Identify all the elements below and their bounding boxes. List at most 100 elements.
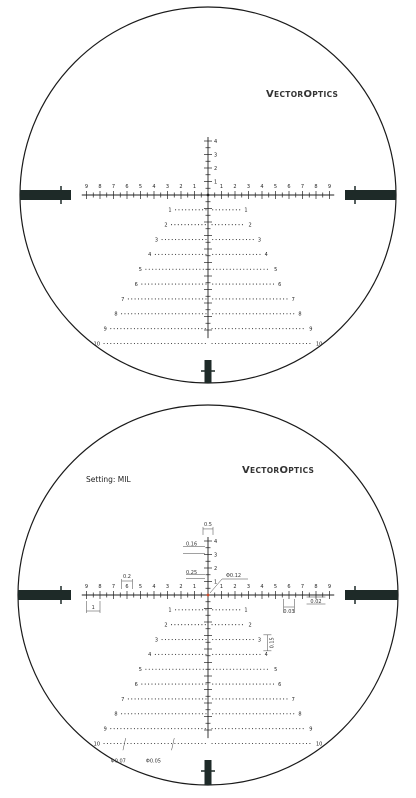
hold-dot [249, 298, 251, 300]
hold-dot [154, 728, 156, 730]
hold-dot [145, 668, 147, 670]
hold-dot [222, 713, 224, 715]
center-dot [206, 593, 210, 597]
hold-dot [259, 313, 261, 315]
horizontal-tick-label: 4 [152, 184, 155, 190]
hold-dot [222, 698, 224, 700]
hold-dot [216, 668, 218, 670]
hold-dot [225, 683, 227, 685]
hold-dot [286, 713, 288, 715]
hold-dot [272, 313, 275, 315]
hold-dot [218, 298, 221, 300]
hold-dot [154, 328, 156, 330]
hold-dot [184, 328, 186, 330]
hold-dot [161, 298, 163, 300]
hold-dot [225, 624, 227, 626]
horizontal-tick-label: 7 [301, 584, 304, 590]
hold-dot [188, 283, 190, 285]
hold-dot [275, 742, 277, 745]
hold-dot [150, 742, 152, 745]
horizontal-tick-label: 4 [260, 184, 263, 190]
hold-dot [205, 609, 207, 611]
hold-dot [245, 639, 248, 641]
hold-dot [232, 209, 234, 211]
hold-dot [222, 209, 224, 211]
hold-dot [239, 713, 241, 715]
hold-row-label: 5 [274, 267, 277, 273]
hold-dot [218, 342, 220, 345]
hold-dot [164, 328, 166, 330]
hold-dot [215, 239, 217, 241]
hold-dot [187, 328, 189, 330]
hold-dot [123, 342, 125, 345]
hold-dot [295, 742, 297, 745]
hold-dot [155, 268, 157, 270]
hold-dot [188, 639, 190, 641]
hold-dot [178, 313, 180, 315]
hold-dot [175, 268, 177, 270]
hold-dot [205, 683, 207, 685]
hold-dot [161, 698, 163, 700]
hold-dot [228, 328, 230, 330]
hold-dot [161, 653, 163, 655]
hold-dot [258, 342, 260, 345]
hold-dot [198, 298, 200, 300]
dimension-label-0-15: 0.15 [269, 637, 275, 648]
hold-dot [141, 298, 143, 300]
hold-dot [178, 298, 180, 300]
hold-dot [198, 639, 200, 641]
horizontal-tick-label: 9 [85, 584, 88, 590]
hold-dot [289, 328, 291, 330]
dimension-line [209, 578, 223, 594]
hold-dot [262, 328, 264, 330]
hold-dot [113, 342, 115, 345]
hold-dot [238, 742, 240, 745]
hold-dot [279, 728, 281, 730]
hold-dot [198, 624, 200, 626]
hold-dot [229, 253, 231, 255]
hold-dot [241, 624, 243, 626]
hold-dot [295, 342, 297, 345]
hold-dot [252, 239, 254, 241]
hold-dot [144, 698, 146, 700]
hold-dot [205, 713, 207, 715]
hold-dot [151, 698, 153, 700]
hold-row-label: 2 [164, 223, 167, 229]
hold-dot [239, 683, 241, 685]
hold-dot [225, 713, 227, 715]
hold-dot [272, 728, 274, 730]
hold-dot [262, 313, 264, 315]
hold-dot [151, 683, 153, 685]
hold-dot [229, 609, 231, 611]
hold-dot [269, 283, 271, 285]
hold-dot [231, 328, 233, 330]
hold-dot [235, 713, 237, 715]
hold-dot [283, 298, 285, 300]
hold-dot [306, 342, 308, 345]
hold-dot [199, 268, 201, 270]
hold-dot [181, 328, 183, 330]
hold-dot [292, 742, 294, 745]
hold-dot [211, 728, 213, 730]
hold-dot [275, 328, 277, 330]
hold-dot [148, 283, 150, 285]
hold-dot [187, 342, 189, 345]
hold-dot [158, 283, 160, 285]
hold-dot [189, 268, 191, 270]
hold-dot [140, 728, 142, 730]
hold-dot [256, 653, 258, 655]
hold-dot [262, 728, 264, 730]
hold-dot [239, 268, 241, 270]
hold-dot [161, 253, 163, 255]
hold-dot [259, 653, 261, 655]
hold-dot [272, 283, 275, 285]
hold-dot [160, 328, 162, 330]
hold-dot [235, 224, 237, 226]
hold-dot [239, 698, 241, 700]
hold-dot [232, 239, 234, 241]
hold-dot [239, 209, 241, 211]
hold-dot [174, 224, 176, 226]
hold-dot [252, 313, 254, 315]
hold-dot [212, 713, 214, 715]
hold-dot [215, 298, 217, 300]
